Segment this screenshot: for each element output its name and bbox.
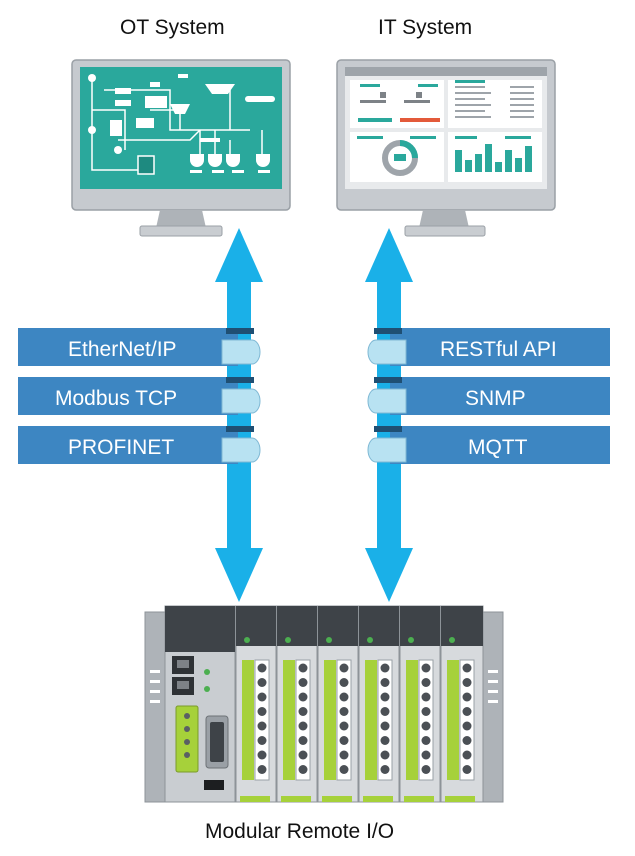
terminal-screw — [298, 663, 308, 673]
io-modules — [235, 605, 484, 803]
terminal-screw — [421, 721, 431, 731]
protocol-band-ethernetip — [18, 328, 238, 366]
protocol-modbus-tcp: Modbus TCP — [55, 387, 177, 410]
terminal-screw — [421, 736, 431, 745]
terminal-screw — [298, 692, 308, 702]
process-flow-diagram — [91, 78, 263, 171]
ot-monitor — [71, 59, 291, 237]
terminal-screw — [298, 707, 308, 716]
protocol-band-snmp — [390, 377, 610, 415]
it-system-title: IT System — [378, 16, 473, 39]
terminal-screw — [298, 750, 308, 760]
terminal-screw — [380, 663, 390, 673]
terminal-screw — [339, 736, 349, 745]
terminal-screw — [298, 765, 308, 774]
terminal-screw — [462, 736, 472, 745]
protocol-band-profinet — [18, 426, 238, 464]
terminal-screw — [380, 678, 390, 687]
terminal-screw — [257, 736, 267, 745]
terminal-screw — [339, 721, 349, 731]
terminal-screw — [421, 692, 431, 702]
terminal-screw — [339, 707, 349, 716]
terminal-screw — [380, 692, 390, 702]
protocol-ethernetip: EtherNet/IP — [68, 338, 177, 361]
terminal-screw — [421, 707, 431, 716]
ot-protocol-bands: EtherNet/IP Modbus TCP PROFINET — [18, 328, 261, 464]
terminal-screw — [462, 678, 472, 687]
it-protocol-bands: RESTful API SNMP MQTT — [367, 328, 610, 464]
protocol-mqtt: MQTT — [468, 436, 528, 459]
terminal-screw — [298, 721, 308, 731]
terminal-screw — [257, 721, 267, 731]
terminal-screw — [339, 678, 349, 687]
terminal-screw — [421, 678, 431, 687]
protocol-band-mqtt — [390, 426, 610, 464]
terminal-screw — [421, 750, 431, 760]
terminal-screw — [298, 736, 308, 745]
terminal-screw — [380, 765, 390, 774]
terminal-screw — [462, 707, 472, 716]
terminal-screw — [257, 663, 267, 673]
terminal-screw — [257, 750, 267, 760]
terminal-screw — [421, 765, 431, 774]
terminal-screw — [339, 765, 349, 774]
it-monitor — [336, 59, 556, 237]
terminal-screw — [421, 663, 431, 673]
terminal-screw — [339, 692, 349, 702]
terminal-screw — [462, 765, 472, 774]
terminal-screw — [462, 663, 472, 673]
protocol-profinet: PROFINET — [68, 436, 174, 459]
terminal-screw — [380, 707, 390, 716]
terminal-screw — [339, 663, 349, 673]
terminal-screw — [257, 765, 267, 774]
terminal-screw — [257, 692, 267, 702]
it-arrow — [365, 228, 413, 602]
terminal-screw — [257, 707, 267, 716]
ot-arrow — [215, 228, 263, 602]
ot-system-title: OT System — [120, 16, 225, 39]
protocol-restful-api: RESTful API — [440, 338, 557, 361]
terminal-screw — [380, 736, 390, 745]
terminal-screw — [462, 721, 472, 731]
terminal-screw — [462, 692, 472, 702]
terminal-screw — [298, 678, 308, 687]
coupler-top — [165, 606, 235, 652]
remote-io-title: Modular Remote I/O — [205, 820, 395, 843]
terminal-screw — [339, 750, 349, 760]
terminal-screw — [380, 721, 390, 731]
remote-io-device — [144, 605, 504, 803]
protocol-band-modbus — [18, 377, 238, 415]
protocol-snmp: SNMP — [465, 387, 526, 410]
protocol-band-restful — [390, 328, 610, 366]
terminal-screw — [462, 750, 472, 760]
terminal-screw — [257, 678, 267, 687]
terminal-screw — [380, 750, 390, 760]
